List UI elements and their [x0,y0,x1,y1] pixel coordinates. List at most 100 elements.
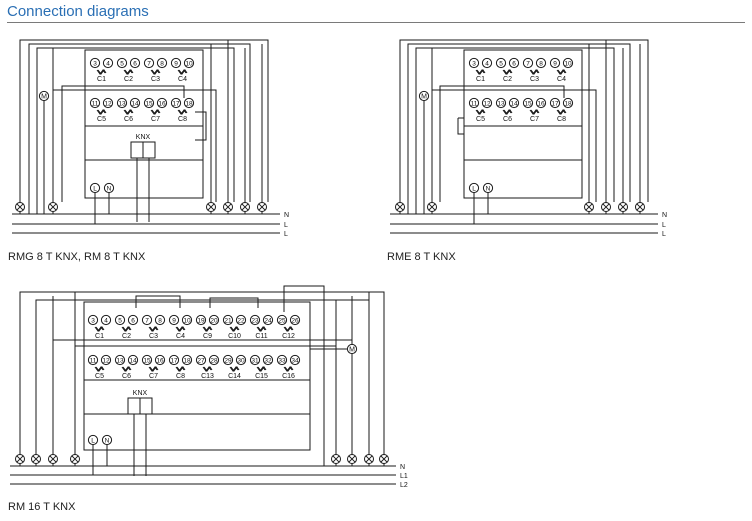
rail-label: L [284,231,288,238]
terminal-circle [143,97,155,109]
lamp-icon [48,454,58,464]
relay-contact [94,326,104,332]
terminal-label: L [93,186,97,193]
channel-label: C7 [530,116,539,123]
wire [52,339,353,454]
relay-contact [176,326,186,332]
channel-label: C14 [228,373,241,380]
terminal-label: 10 [564,61,572,68]
motor-circle [38,90,50,102]
terminal-circle [522,57,534,69]
terminal-circle [100,354,112,366]
terminal: 6 [127,314,139,326]
terminal: 29 [222,354,234,366]
terminal-label: 31 [251,358,259,365]
terminal-circle [183,97,195,109]
rail-label: N [400,464,405,471]
lamp-icon [15,454,25,464]
terminal-circle [249,314,261,326]
terminal-label: 24 [264,318,272,325]
channel-label: C7 [151,116,160,123]
relay-contact [284,366,294,372]
terminal-label: 9 [172,318,176,325]
terminal: 15 [522,97,534,109]
terminal-circle [87,314,99,326]
lamp-icon [331,454,341,464]
terminal-label: 14 [129,358,137,365]
channel-label: C16 [282,373,295,380]
lamp-icon [364,454,374,464]
diagram-caption-3: RM 16 T KNX [8,501,76,513]
terminal: 34 [289,354,301,366]
relay-contact [283,326,293,332]
terminal-label: 4 [106,61,110,68]
terminal: 9 [549,57,561,69]
relay-contact [148,366,158,372]
wire [439,85,565,202]
terminal: 17 [168,354,180,366]
relay-contact [175,366,185,372]
terminal-circle [276,354,288,366]
terminal-label: 11 [90,358,97,365]
terminal-label: 25 [278,318,286,325]
terminal: 13 [495,97,507,109]
terminal-circle [481,57,493,69]
terminal-label: 16 [158,101,166,108]
terminal-circle [181,354,193,366]
lamp-icon [15,202,25,212]
module-housing [463,49,583,199]
terminal-circle [495,97,507,109]
lamp-cross [16,203,24,211]
lamp-icon [379,454,389,464]
terminal-label: 30 [237,358,245,365]
terminal-label: 20 [210,318,218,325]
relay-contact [176,366,186,372]
terminal-circle [141,314,153,326]
terminal-circle [89,182,101,194]
wire [399,39,649,202]
relay-contact [124,69,134,75]
relay-contact [502,69,512,75]
terminal-circle [222,314,234,326]
terminal-circle [235,314,247,326]
channel-label: C5 [476,116,485,123]
channel-label: C3 [149,333,158,340]
relay-contact [149,366,159,372]
terminal-circle [535,97,547,109]
lamp-cross [365,455,373,463]
terminal-circle [508,97,520,109]
wire [283,285,325,466]
relay-contact [178,69,188,75]
terminal: 30 [235,354,247,366]
terminal: 32 [262,354,274,366]
relay-contact [529,69,539,75]
motor-icon: M [418,90,430,102]
relay-contact [121,326,131,332]
lamp-cross [241,203,249,211]
terminal-label: 17 [170,358,178,365]
terminal-circle [235,354,247,366]
terminal-circle [129,57,141,69]
relay-contact [257,326,267,332]
motor-label: M [349,347,355,354]
terminal: 14 [508,97,520,109]
terminal: N [101,434,113,446]
terminal-label: 9 [553,61,557,68]
terminal-label: 6 [512,61,516,68]
relay-contact [97,69,107,75]
relay-contact [475,109,485,115]
relay-contact [178,109,188,115]
lamp-icon [48,202,58,212]
terminal-label: 22 [237,318,245,325]
terminal-circle [154,314,166,326]
relay-contact [150,109,160,115]
terminal: 4 [100,314,112,326]
terminal-label: 3 [91,318,95,325]
terminal-label: 13 [497,101,505,108]
rail-label: L1 [400,473,408,480]
terminal-label: 8 [158,318,162,325]
terminal-circle [127,314,139,326]
terminal: 17 [549,97,561,109]
terminal-label: 10 [185,61,193,68]
relay-contact [94,366,104,372]
